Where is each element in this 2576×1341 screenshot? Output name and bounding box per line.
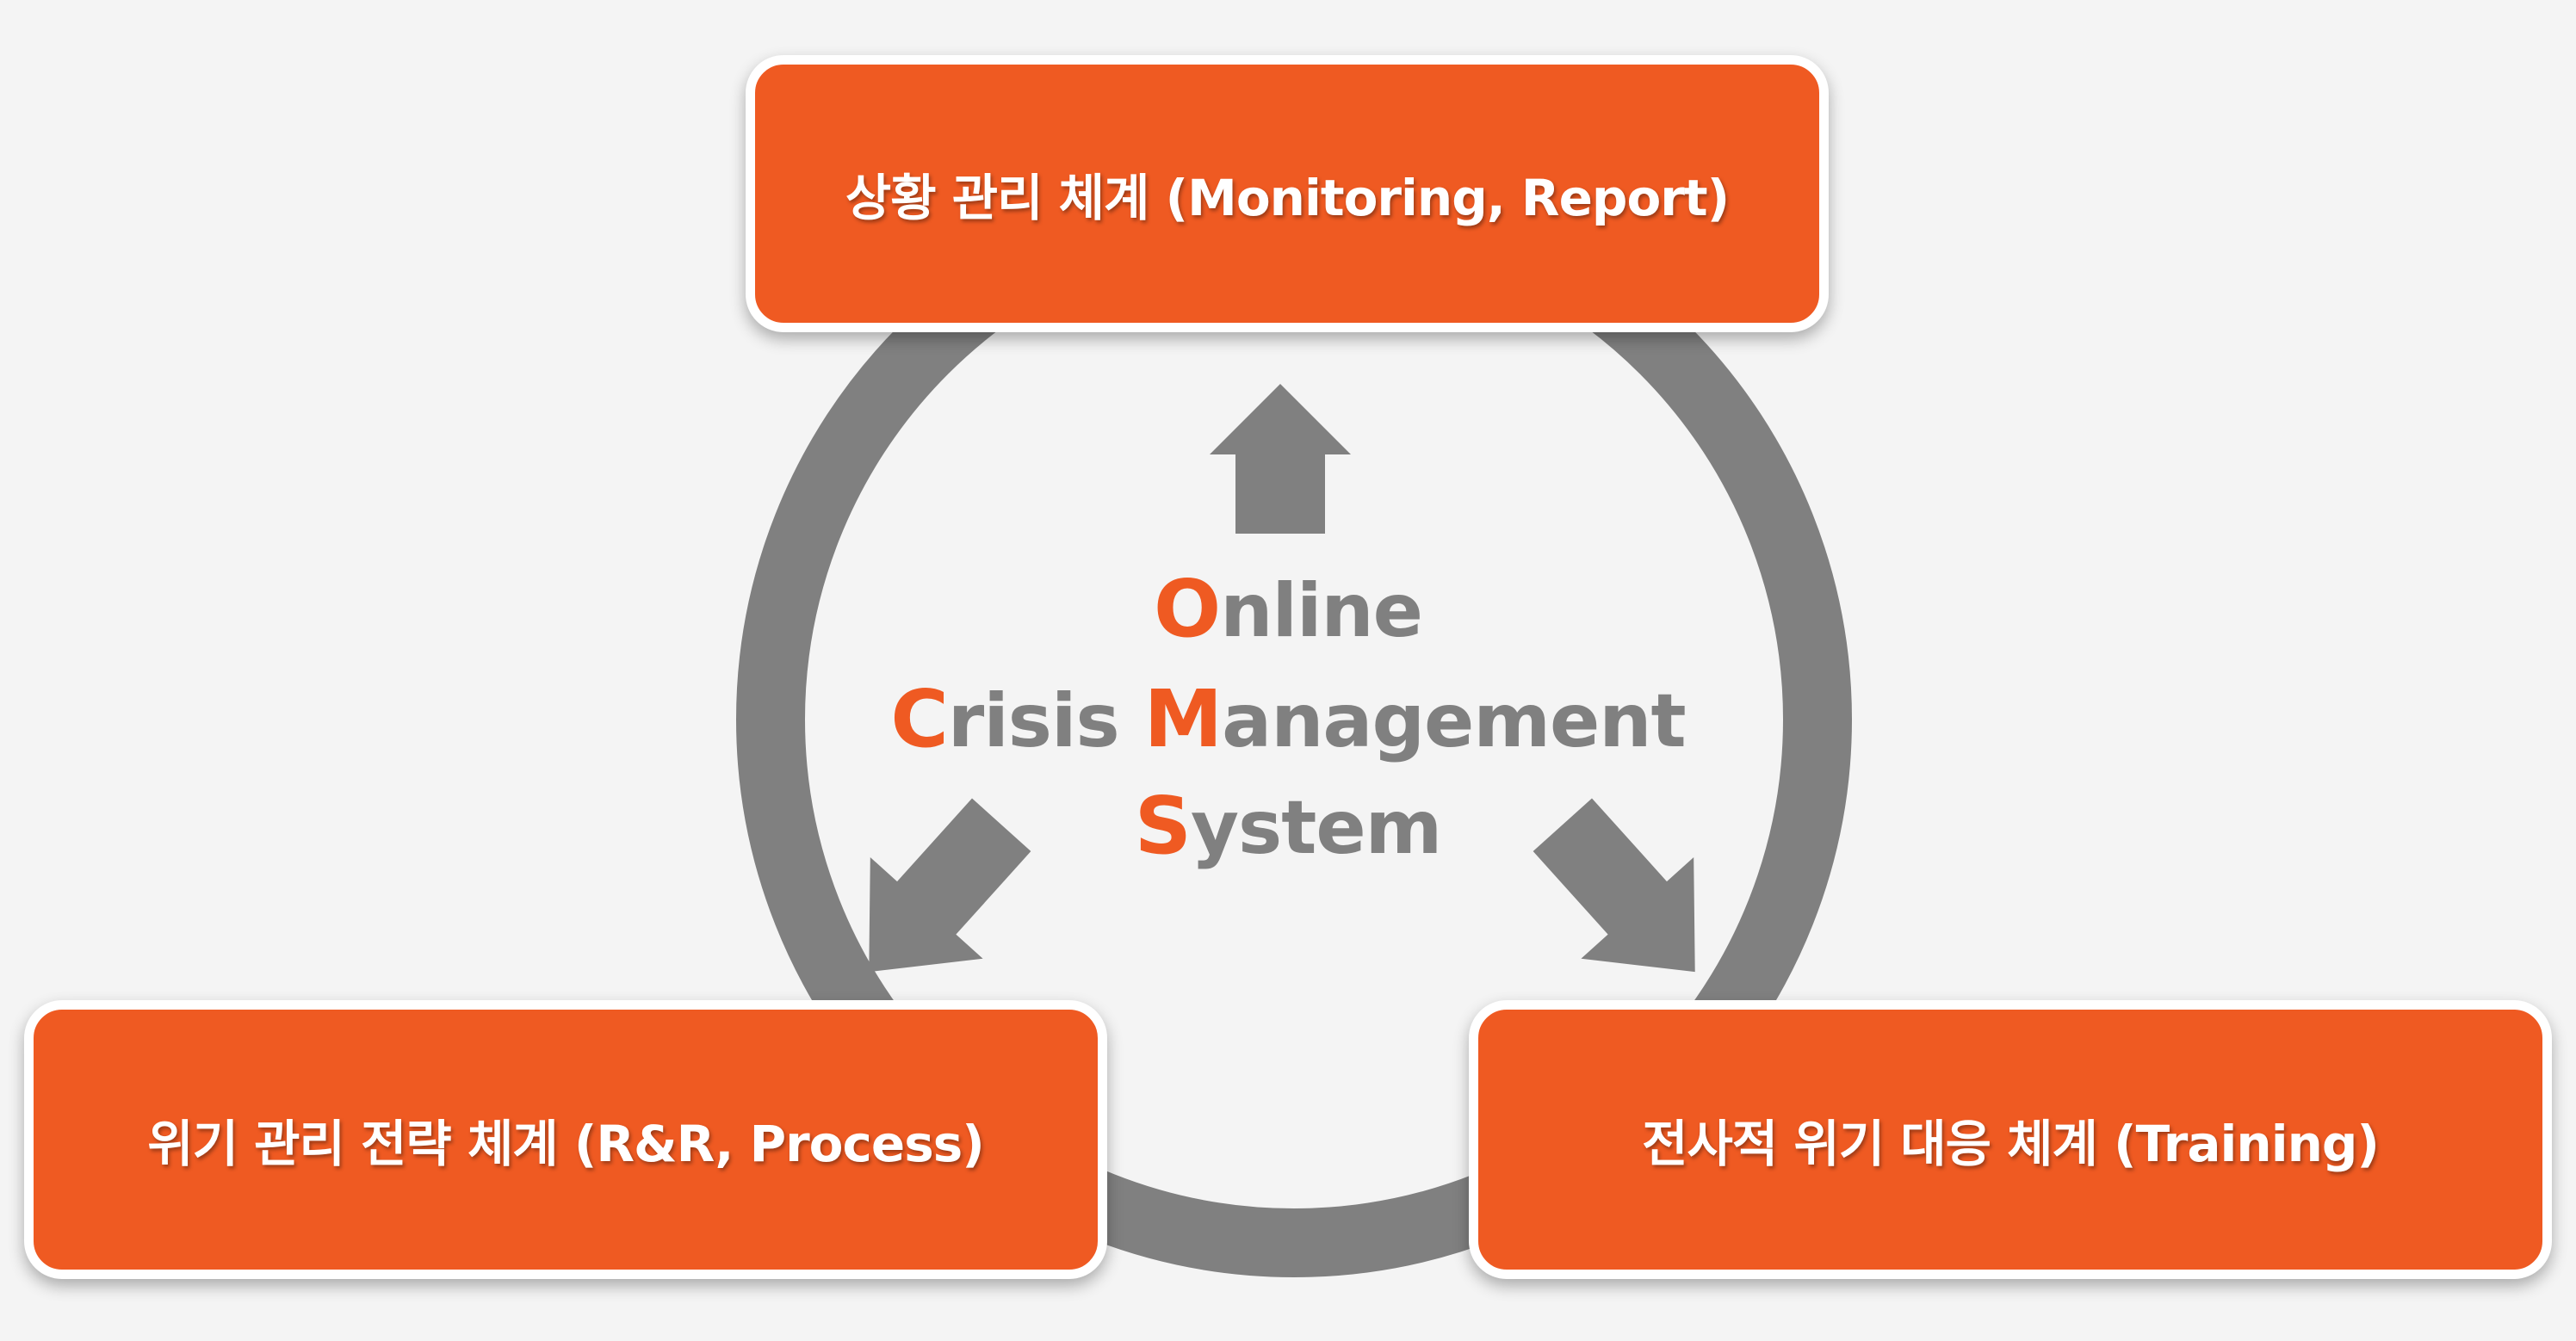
word-system-rest: ystem	[1190, 785, 1442, 871]
arrow-down-right-icon	[1533, 798, 1695, 973]
word-crisis-rest: risis	[947, 678, 1144, 764]
box-company-response: 전사적 위기 대응 체계 (Training)	[1469, 1000, 2552, 1279]
initial-o: O	[1154, 563, 1221, 655]
center-title-line-1: Online	[0, 563, 2576, 655]
arrow-up-icon	[1210, 384, 1351, 534]
word-management-rest: anagement	[1222, 678, 1686, 764]
box-crisis-strategy: 위기 관리 전략 체계 (R&R, Process)	[24, 1000, 1107, 1279]
arrow-down-left-icon	[869, 798, 1031, 973]
center-title-line-3: System	[0, 780, 2576, 872]
initial-m: M	[1143, 673, 1223, 765]
box-situation-management: 상황 관리 체계 (Monitoring, Report)	[746, 55, 1829, 332]
word-online-rest: nline	[1220, 568, 1423, 654]
initial-c: C	[890, 673, 949, 765]
initial-s: S	[1134, 780, 1192, 872]
box-right-label: 전사적 위기 대응 체계 (Training)	[1642, 1115, 2380, 1173]
box-top-label: 상황 관리 체계 (Monitoring, Report)	[845, 169, 1730, 227]
center-title-line-2: Crisis Management	[0, 673, 2576, 765]
box-left-label: 위기 관리 전략 체계 (R&R, Process)	[147, 1115, 985, 1173]
